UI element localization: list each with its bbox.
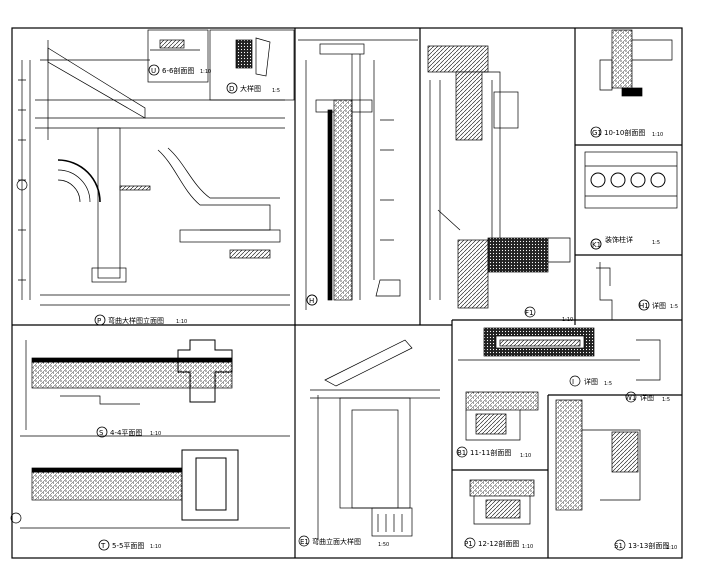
view-title: 装饰柱详 [605, 235, 633, 244]
view-scale: 1:5 [604, 381, 612, 387]
view-scale: 1:5 [652, 240, 660, 246]
view-scale: 1:5 [272, 88, 280, 94]
view-title-b1: B1 11-11剖面图 1:10 [457, 448, 531, 459]
panel-e1-elevation [298, 339, 440, 547]
view-mark: K1 [592, 241, 601, 249]
view-title: 弯曲大样图立面图 [108, 316, 164, 325]
view-scale: 1:5 [670, 304, 678, 310]
view-mark: H1 [639, 302, 649, 310]
view-mark: T [100, 542, 106, 550]
view-mark: G1 [592, 129, 602, 137]
view-title: 弯曲立面大样图 [312, 537, 361, 546]
view-mark: H [309, 297, 314, 305]
sheet-frame [11, 27, 683, 559]
view-title-w1: W1 详图 1:5 [625, 393, 670, 403]
view-mark: I [572, 378, 574, 386]
view-mark: E1 [300, 538, 309, 546]
panel-p-elevation [16, 29, 295, 306]
view-title-p: P 弯曲大样图立面图 1:10 [94, 314, 187, 326]
view-title: 详图 [640, 393, 654, 402]
view-mark: W1 [625, 394, 636, 402]
view-mark: S1 [614, 542, 623, 550]
view-mark: B1 [457, 449, 466, 457]
view-scale: 1:10 [150, 544, 161, 550]
panel-s-t-plans [10, 339, 290, 529]
view-mark: P1 [464, 540, 473, 548]
view-mark: P [97, 317, 101, 325]
view-mark: D [229, 85, 234, 93]
panel-h-section [298, 39, 418, 310]
view-title: 10-10剖面图 [604, 128, 645, 137]
view-scale: 1:10 [150, 431, 161, 437]
view-title-g1: G1 10-10剖面图 1:10 [590, 126, 663, 138]
panel-f1-section [427, 45, 571, 318]
view-scale: 1:10 [200, 69, 211, 75]
view-title-k1: K1 装饰柱详 1:5 [590, 235, 660, 250]
view-title-s1: S1 13-13剖面图 1:10 [614, 541, 677, 551]
view-scale: 1:10 [652, 132, 663, 138]
view-scale: 1:10 [520, 453, 531, 459]
view-title-s: S 4-4平面图 1:10 [96, 426, 161, 438]
view-title: 大样图 [240, 84, 261, 93]
view-mark: F1 [525, 309, 533, 317]
view-title-h1: H1 详图 1:5 [638, 299, 678, 311]
view-scale: 1:10 [562, 317, 573, 323]
view-title-p1: P1 12-12剖面图 1:10 [464, 539, 533, 550]
view-title: 4-4平面图 [110, 429, 142, 437]
view-title-u6: U 6-6剖面图 1:10 [148, 64, 211, 76]
view-mark: S [99, 429, 104, 437]
view-scale: 1:5 [662, 397, 670, 403]
view-mark: U [151, 67, 156, 75]
view-scale: 1:10 [666, 545, 677, 551]
view-title: 6-6剖面图 [162, 66, 194, 75]
view-title: 11-11剖面图 [470, 448, 511, 457]
view-scale: 1:50 [378, 542, 389, 548]
view-title-i: I 详图 1:5 [572, 377, 612, 387]
view-title-t: T 5-5平面图 1:10 [98, 539, 161, 551]
panel-right-details [584, 29, 678, 320]
view-title: 12-12剖面图 [478, 539, 519, 548]
view-title-e1: E1 弯曲立面大样图 1:50 [300, 537, 389, 548]
view-title: 详图 [584, 377, 598, 386]
view-title-d: D 大样图 1:5 [226, 82, 280, 94]
view-title-h: H [306, 294, 318, 306]
view-title: 5-5平面图 [112, 542, 144, 550]
view-title-f1: F1 1:10 [525, 309, 573, 323]
view-title: 13-13剖面图 [628, 541, 669, 550]
view-title: 详图 [652, 301, 666, 310]
view-scale: 1:10 [522, 544, 533, 550]
panel-bottom-right-details [456, 327, 661, 551]
view-scale: 1:10 [176, 319, 187, 325]
